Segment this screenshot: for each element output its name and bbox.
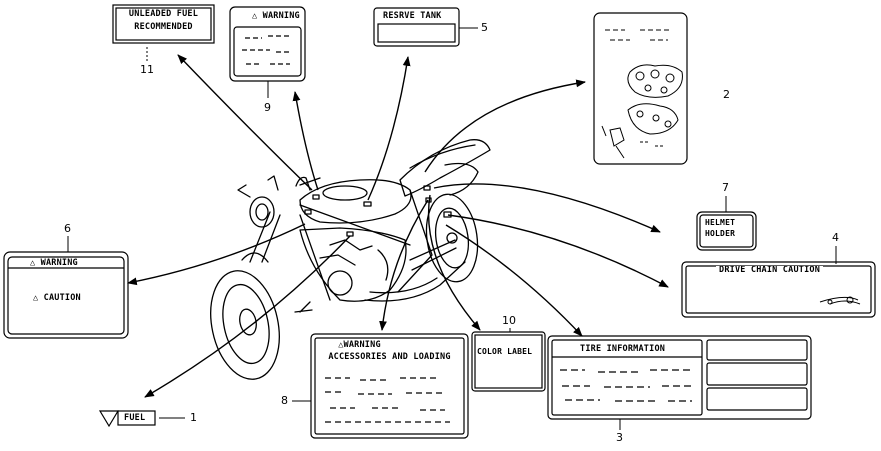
drive-chain-caution-label: DRIVE CHAIN CAUTION bbox=[716, 266, 824, 275]
callout-leaders bbox=[67, 27, 837, 430]
fuel-label-box bbox=[117, 410, 156, 426]
parts-sketch bbox=[601, 29, 683, 159]
callout-4: 4 bbox=[832, 231, 839, 244]
helmet-holder-line1: HELMET bbox=[705, 218, 736, 227]
callout-9: 9 bbox=[264, 101, 271, 114]
tire-information-label-box bbox=[547, 335, 812, 420]
color-label: COLOR LABEL bbox=[477, 347, 533, 356]
accessories-loading-label: △WARNING ACCESSORIES AND LOADING bbox=[315, 341, 464, 361]
unleaded-fuel-label-box bbox=[112, 4, 215, 44]
color-label-box bbox=[471, 331, 546, 392]
fuel-label: FUEL bbox=[124, 413, 146, 423]
callout-7: 7 bbox=[722, 181, 729, 194]
callout-11: 11 bbox=[140, 63, 154, 76]
callout-6: 6 bbox=[64, 222, 71, 235]
helmet-holder-line2: HOLDER bbox=[705, 229, 736, 238]
reserve-tank-label-box bbox=[373, 7, 460, 47]
tire-information-label: TIRE INFORMATION bbox=[580, 344, 666, 354]
fuel-label-triangle bbox=[98, 410, 120, 428]
motorcycle-illustration bbox=[210, 139, 491, 380]
accessories-title: ACCESSORIES AND LOADING bbox=[328, 351, 451, 362]
callout-8: 8 bbox=[281, 394, 288, 407]
unleaded-fuel-label: UNLEADED FUEL RECOMMENDED bbox=[116, 10, 211, 31]
warning-left-label: △ WARNING bbox=[30, 258, 78, 268]
reserve-tank-label: RESRVE TANK bbox=[383, 11, 442, 21]
callout-2: 2 bbox=[723, 88, 730, 101]
accessories-warning: △WARNING bbox=[338, 340, 381, 350]
accessories-loading-label-box bbox=[310, 333, 469, 439]
callout-10: 10 bbox=[502, 314, 516, 327]
chain-clip-drawing bbox=[819, 296, 861, 305]
callout-5: 5 bbox=[481, 21, 488, 34]
parts-card-box bbox=[593, 12, 688, 165]
drive-chain-label-box bbox=[681, 261, 876, 318]
leader-arrows bbox=[127, 54, 669, 398]
unleaded-fuel-line1: UNLEADED FUEL bbox=[128, 9, 199, 19]
unleaded-fuel-line2: RECOMMENDED bbox=[134, 21, 193, 32]
warning-caution-label-box bbox=[3, 251, 129, 339]
warning-small-label: △ WARNING bbox=[252, 11, 300, 21]
helmet-holder-label: HELMET HOLDER bbox=[705, 219, 735, 238]
caution-left-label: △ CAUTION bbox=[33, 293, 81, 303]
callout-1: 1 bbox=[190, 411, 197, 424]
callout-3: 3 bbox=[616, 431, 623, 444]
